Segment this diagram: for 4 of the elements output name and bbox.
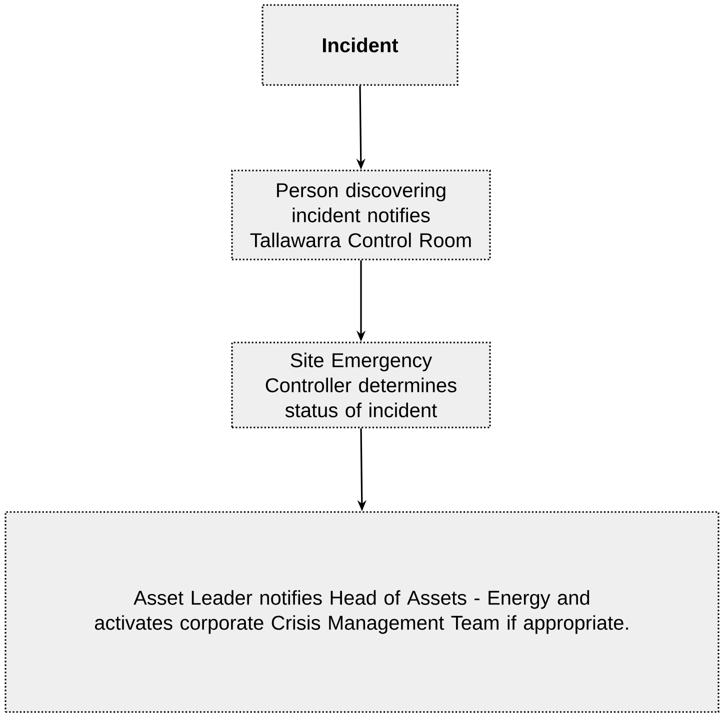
process-box: Asset Leader notifies Head of Assets - Energy and activates corporate Crisis Management Team if appropriate. bbox=[4, 511, 720, 713]
process-box: Incident bbox=[262, 4, 458, 86]
process-box: Person discovering incident notifies Tallawarra Control Room bbox=[231, 170, 491, 260]
process-box: Site Emergency Controller determines status of incident bbox=[231, 342, 491, 428]
